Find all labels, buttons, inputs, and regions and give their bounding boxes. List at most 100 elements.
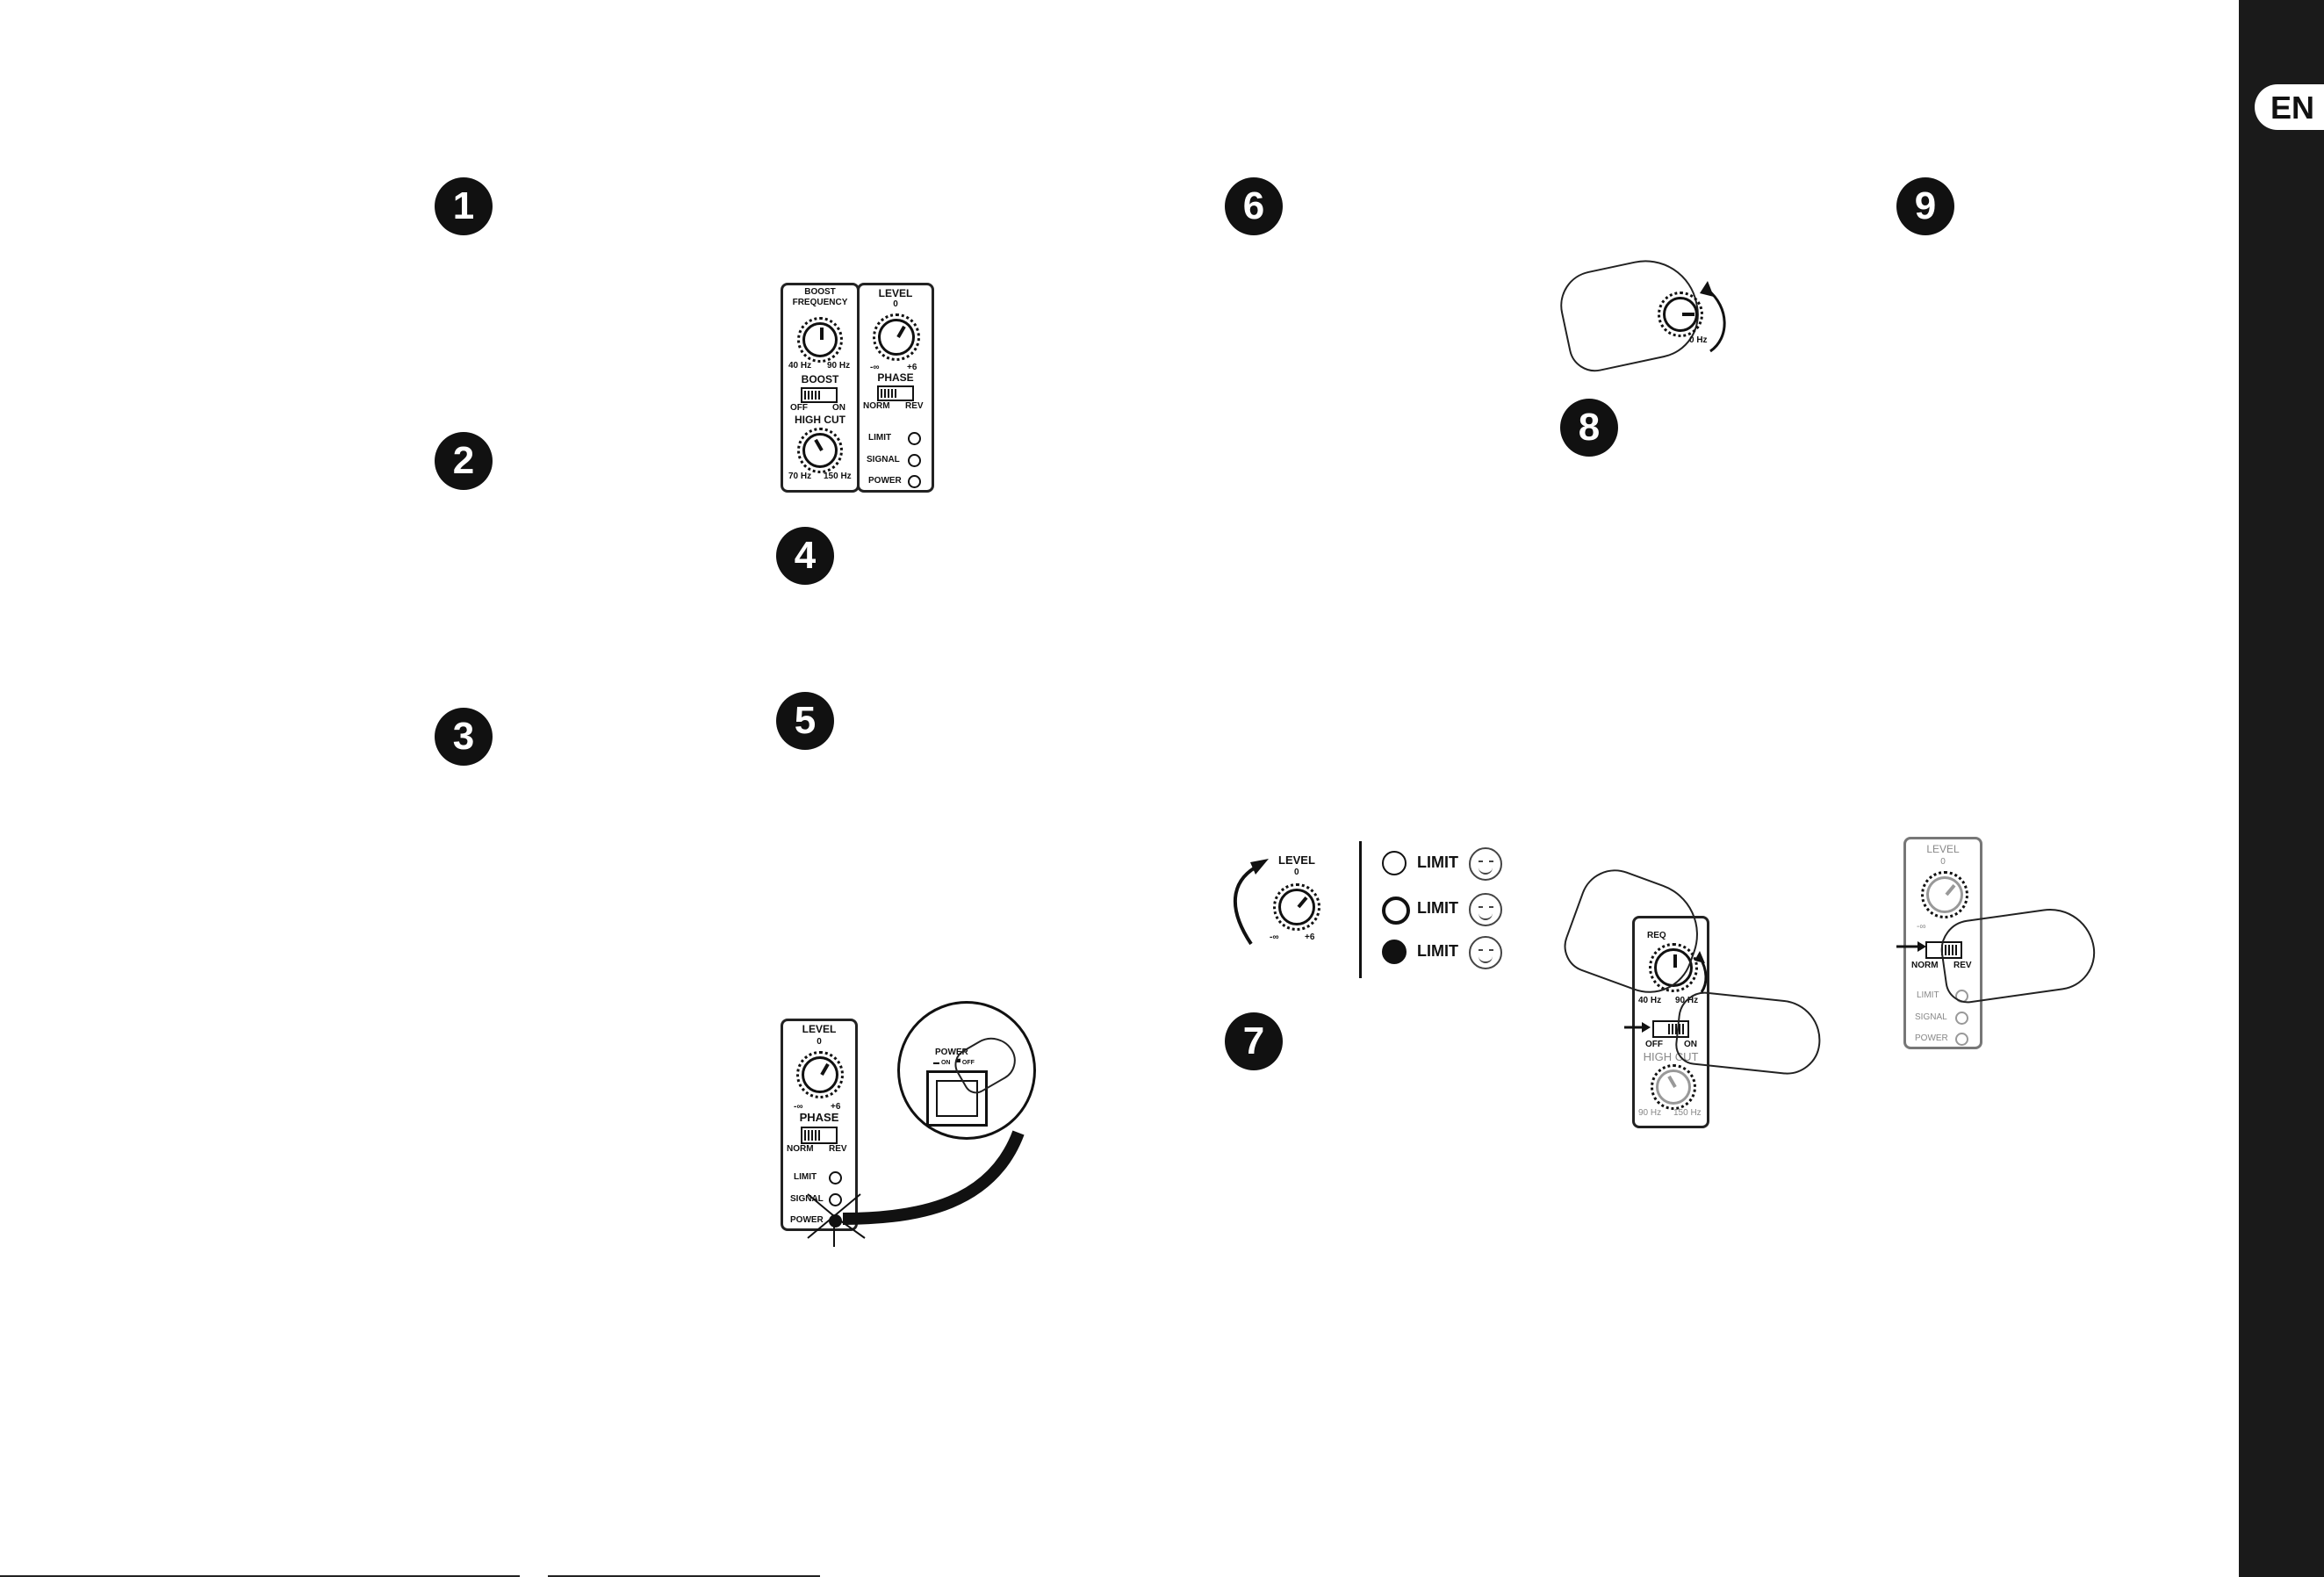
eq-panel-step8: REQ 40 Hz 90 Hz OFF ON HIGH CUT 90 Hz 15… (1632, 916, 1709, 1128)
step-9-badge: 9 (1896, 177, 1954, 235)
phase-switch[interactable] (877, 385, 914, 401)
boost-on-label: ON (832, 403, 845, 413)
rev-label: REV (829, 1144, 847, 1154)
limit-led-step9 (1955, 990, 1968, 1003)
language-tab[interactable]: EN (2255, 84, 2324, 130)
limit-led-on (1382, 940, 1407, 964)
phase-switch[interactable] (801, 1127, 838, 1144)
power-label: POWER (868, 476, 902, 486)
step-1-badge: 1 (435, 177, 493, 235)
hc-min-label: 70 Hz (788, 472, 812, 481)
callout-on-label: ▬ ON (933, 1060, 951, 1066)
limit-label: LIMIT (868, 433, 892, 443)
power-led-step9 (1955, 1033, 1968, 1046)
level-min-label: -∞ (870, 363, 880, 372)
power-switch-callout: POWER ▬ ON ▀ OFF (897, 1001, 1036, 1140)
high-cut-label-step8: HIGH CUT (1643, 1050, 1699, 1063)
limit-led-flicker (1382, 897, 1410, 925)
limit-label-step9: LIMIT (1917, 990, 1939, 1000)
right-sidebar (2239, 0, 2324, 1577)
step-5-badge: 5 (776, 692, 834, 750)
rev-label-step9: REV (1953, 961, 1972, 970)
rev-label: REV (905, 401, 924, 411)
knob-label-step8: REQ (1647, 931, 1666, 940)
f-max-step8: 90 Hz (1675, 996, 1699, 1005)
boost-frequency-label: BOOST FREQUENCY (792, 287, 848, 307)
power-led (908, 475, 921, 488)
level-zero-step9: 0 (1940, 857, 1946, 867)
level-panel: LEVEL 0 -∞ +6 PHASE NORM REV LIMIT SIGNA… (857, 283, 934, 493)
level-label-step7: LEVEL (1278, 853, 1315, 867)
signal-led-step9 (1955, 1012, 1968, 1025)
eq-panel: BOOST FREQUENCY 40 Hz 90 Hz BOOST OFF ON… (781, 283, 860, 493)
step-8-badge: 8 (1560, 399, 1618, 457)
hc-max-label: 150 Hz (824, 472, 852, 481)
bf-max-label: 90 Hz (827, 361, 851, 371)
limit-row-2-label: LIMIT (1417, 899, 1458, 917)
limit-row-1-label: LIMIT (1417, 853, 1458, 871)
callout-off-label: ▀ OFF (956, 1060, 975, 1066)
limit-led (829, 1171, 842, 1185)
divider (1359, 841, 1362, 978)
signal-label: SIGNAL (867, 455, 900, 464)
power-label: POWER (790, 1215, 824, 1225)
signal-led (908, 454, 921, 467)
happy-face-icon (1469, 893, 1502, 926)
boost-switch-step8[interactable] (1652, 1020, 1689, 1038)
hc-min-step8: 90 Hz (1638, 1108, 1662, 1118)
level-max-label: +6 (907, 363, 917, 372)
norm-label: NORM (863, 401, 890, 411)
high-cut-knob-step8[interactable] (1651, 1064, 1696, 1110)
level-min-step7: -∞ (1270, 933, 1279, 942)
level-knob-step9[interactable] (1921, 871, 1968, 918)
level-label-step9: LEVEL (1926, 843, 1960, 855)
level-panel-power: LEVEL 0 -∞ +6 PHASE NORM REV LIMIT SIGNA… (781, 1019, 858, 1231)
step-7-badge: 7 (1225, 1012, 1283, 1070)
boost-frequency-knob[interactable] (797, 317, 843, 363)
boost-label: BOOST (801, 373, 839, 385)
level-zero-label: 0 (893, 299, 898, 309)
level-min-step9: -∞ (1917, 922, 1926, 932)
high-cut-knob[interactable] (797, 428, 843, 473)
phase-label: PHASE (799, 1111, 839, 1124)
high-cut-label: HIGH CUT (795, 414, 845, 426)
level-label: LEVEL (878, 287, 913, 299)
level-max-step7: +6 (1305, 933, 1315, 942)
level-min-label: -∞ (794, 1102, 803, 1112)
f-min-step8: 40 Hz (1638, 996, 1662, 1005)
level-zero-label: 0 (817, 1037, 822, 1047)
step-3-badge: 3 (435, 708, 493, 766)
knob-step6[interactable] (1658, 292, 1703, 337)
level-knob[interactable] (796, 1051, 844, 1098)
footer-rule (548, 1575, 820, 1577)
boost-frequency-knob-step8[interactable] (1649, 943, 1698, 992)
language-label: EN (2270, 90, 2315, 126)
signal-label-step9: SIGNAL (1915, 1012, 1947, 1022)
norm-label-step9: NORM (1911, 961, 1939, 970)
phase-switch-step9[interactable] (1925, 941, 1962, 959)
boost-switch[interactable] (801, 387, 838, 403)
limit-led (908, 432, 921, 445)
boost-off-label: OFF (790, 403, 808, 413)
footer-rule (0, 1575, 520, 1577)
limit-row-3-label: LIMIT (1417, 942, 1458, 960)
level-knob[interactable] (873, 313, 920, 361)
off-label-step8: OFF (1645, 1040, 1663, 1049)
phase-label: PHASE (877, 371, 914, 384)
limit-led-off (1382, 851, 1407, 875)
limit-label: LIMIT (794, 1172, 817, 1182)
level-label: LEVEL (802, 1023, 837, 1035)
power-rocker-switch[interactable] (926, 1070, 988, 1127)
signal-led (829, 1193, 842, 1206)
level-knob-step7[interactable] (1273, 883, 1320, 931)
callout-power-label: POWER (935, 1048, 968, 1057)
level-panel-step9: LEVEL 0 -∞ NORM REV LIMIT SIGNAL POWER (1903, 837, 1982, 1049)
bf-min-label: 40 Hz (788, 361, 812, 371)
step-4-badge: 4 (776, 527, 834, 585)
sad-face-icon (1469, 847, 1502, 881)
